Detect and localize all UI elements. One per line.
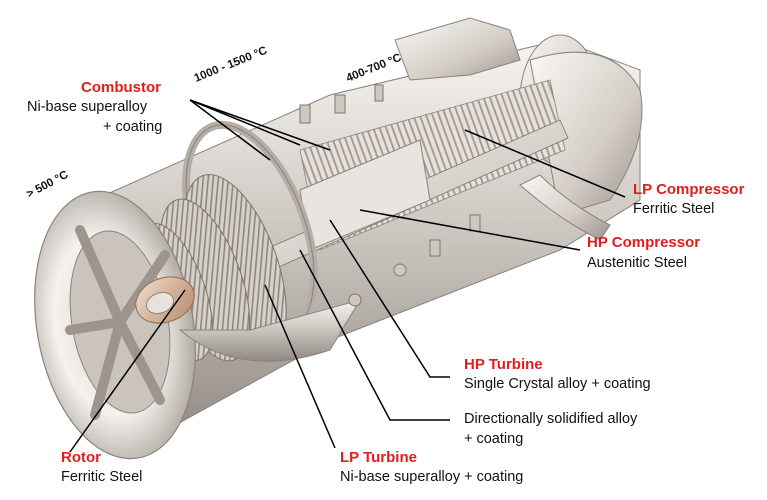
lp-compressor-title: LP Compressor [633, 181, 745, 198]
hp-compressor-title: HP Compressor [587, 234, 701, 251]
leader-lp-turbine [264, 284, 336, 449]
combustor-title: Combustor [81, 79, 161, 96]
rotor-title: Rotor [61, 449, 101, 466]
hp-turbine-material: Single Crystal alloy + coating [464, 376, 651, 392]
leader-combustor-2 [189, 99, 301, 146]
lp-turbine-material: Ni-base superalloy + coating [340, 469, 524, 485]
hp-turbine-title: HP Turbine [464, 356, 543, 373]
leader-hp-compressor [359, 209, 581, 251]
leader-lines [69, 99, 626, 453]
ds-alloy-material-2: + coating [464, 431, 524, 447]
lp-turbine-title: LP Turbine [340, 449, 417, 466]
ds-alloy-material-1: Directionally solidified alloy [464, 411, 638, 427]
rotor-material: Ferritic Steel [61, 469, 143, 485]
leader-combustor-3 [189, 99, 331, 151]
lp-compressor-material: Ferritic Steel [633, 201, 715, 217]
leader-ds-alloy [299, 249, 450, 421]
leader-lp-compressor [464, 129, 626, 198]
leader-combustor-1 [189, 99, 271, 161]
combustor-material-1: Ni-base superalloy [27, 99, 148, 115]
combustor-material-2: + coating [103, 119, 163, 135]
hp-compressor-material: Austenitic Steel [587, 255, 687, 271]
leader-hp-turbine [329, 219, 450, 378]
temp-500: > 500 °C [25, 169, 71, 201]
temp-1000-1500: 1000 - 1500 °C [193, 45, 269, 85]
engine-casing [34, 17, 643, 460]
leader-rotor [69, 289, 186, 453]
